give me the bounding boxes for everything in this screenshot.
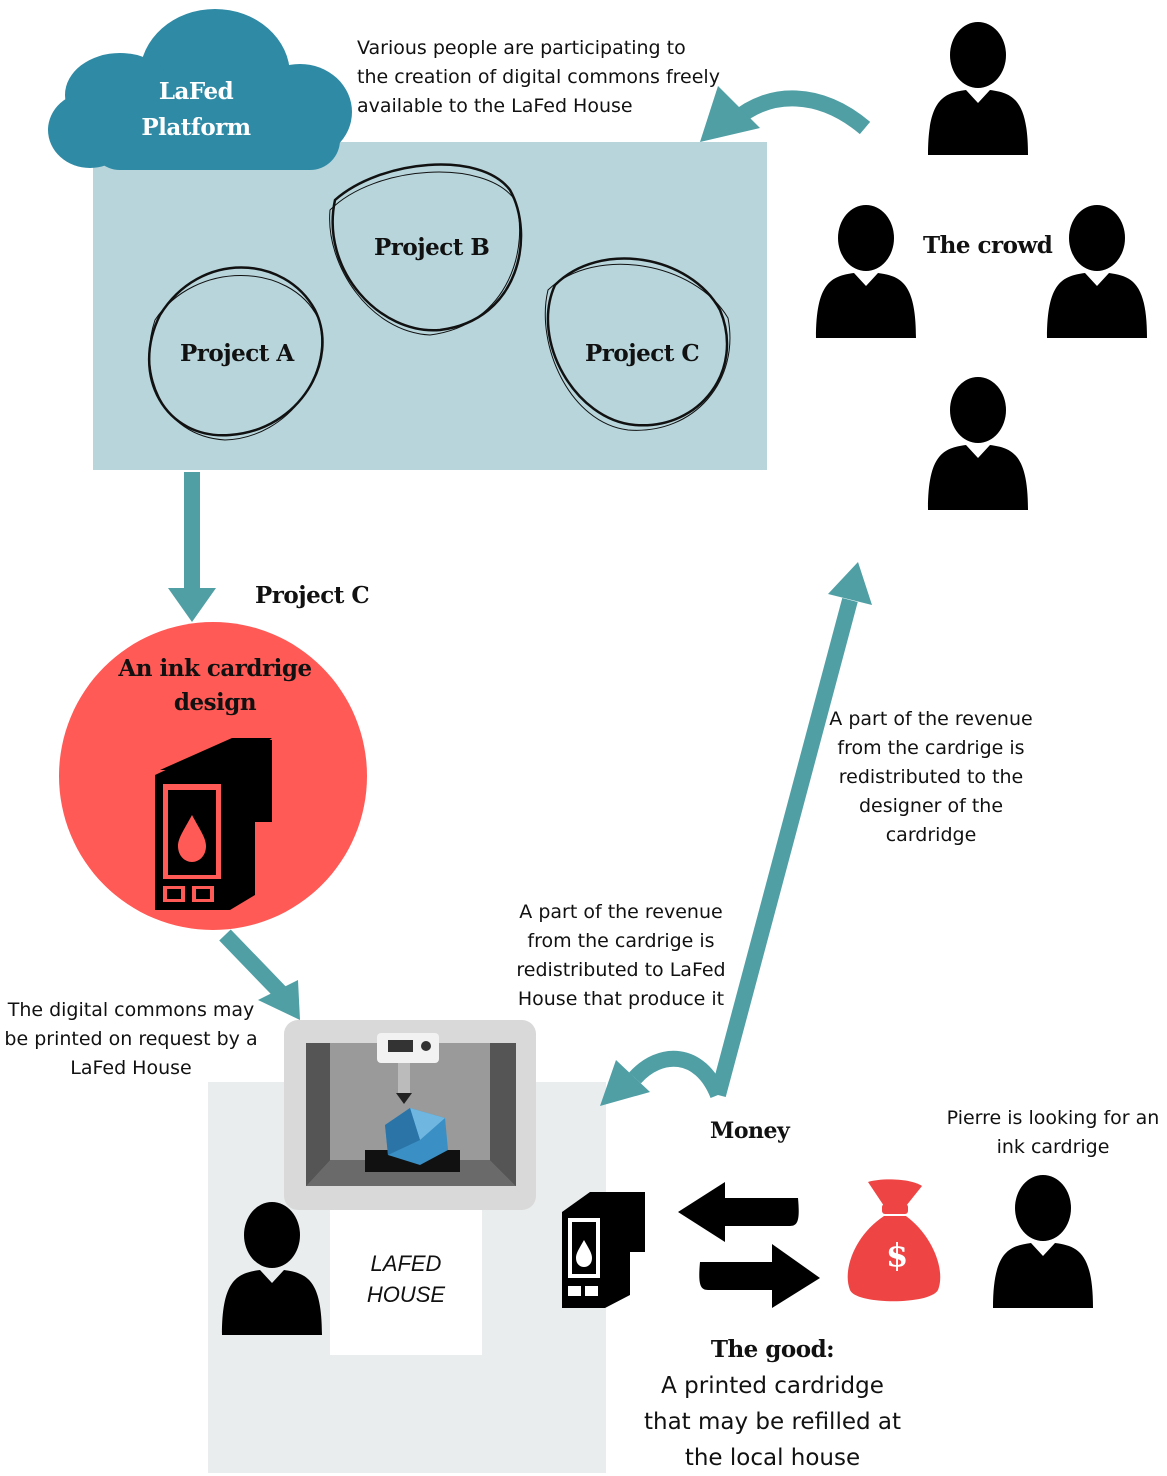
cloud-label: LaFed Platform — [120, 74, 272, 146]
print-note-line: be printed on request by a — [4, 1028, 258, 1050]
project-a-circle — [147, 266, 324, 441]
money-label: Money — [710, 1118, 790, 1144]
revenue-house-line: from the cardrige is — [527, 930, 715, 952]
cloud-label-line2: Platform — [141, 114, 251, 141]
project-c-label: Project C — [585, 340, 700, 367]
revenue-designer-line: redistributed to the — [838, 766, 1024, 788]
project-b-circle — [329, 163, 523, 336]
person-icon — [928, 22, 1028, 155]
cloud-label-line1: LaFed — [158, 78, 234, 105]
platform-to-design-arrow — [168, 472, 216, 622]
crowd-note: Various people are participating to the … — [357, 34, 720, 121]
design-title: An ink cardrige design — [110, 652, 320, 720]
small-cartridge-icon — [562, 1192, 645, 1308]
print-note-line: LaFed House — [70, 1057, 192, 1079]
good-line: A printed cardridge — [661, 1373, 884, 1399]
ink-cartridge-icon — [155, 738, 272, 910]
house-label-box — [330, 1205, 482, 1355]
revenue-designer-line: from the cardrige is — [837, 737, 1025, 759]
revenue-house-line: A part of the revenue — [519, 901, 723, 923]
revenue-to-designer-arrow — [710, 562, 872, 1098]
pierre-note: Pierre is looking for an ink cardrige — [942, 1104, 1164, 1162]
pierre-icon — [993, 1175, 1093, 1308]
print-note: The digital commons may be printed on re… — [0, 996, 262, 1083]
design-title-line1: An ink cardrige — [118, 655, 312, 682]
print-note-line: The digital commons may — [7, 999, 255, 1021]
good-title: The good: — [710, 1336, 835, 1363]
project-a-label: Project A — [180, 340, 294, 367]
house-label-line2: HOUSE — [366, 1282, 446, 1307]
person-icon — [928, 377, 1028, 510]
dollar-sign: $ — [886, 1236, 908, 1274]
revenue-designer-line: designer of the — [858, 795, 1004, 817]
house-label-line1: LAFED — [370, 1251, 442, 1276]
person-icon — [816, 205, 916, 338]
revenue-designer-line: cardridge — [885, 824, 977, 846]
crowd-note-line: Various people are participating to — [357, 37, 686, 59]
project-b-label: Project B — [374, 234, 490, 261]
crowd-note-line: the creation of digital commons freely — [357, 66, 720, 88]
pierre-note-line: ink cardrige — [996, 1136, 1110, 1158]
money-bag-icon — [847, 1179, 941, 1302]
3d-printer-icon — [284, 1020, 536, 1210]
project-c-circle — [544, 257, 731, 431]
crowd-note-line: available to the LaFed House — [357, 95, 633, 117]
house-label: LAFED HOUSE — [330, 1248, 482, 1310]
revenue-designer-line: A part of the revenue — [829, 708, 1033, 730]
revenue-house-note: A part of the revenue from the cardrige … — [505, 898, 737, 1014]
platform-box — [93, 142, 767, 470]
selected-project-label: Project C — [255, 582, 370, 609]
pierre-note-line: Pierre is looking for an — [946, 1107, 1160, 1129]
exchange-arrows-icon — [678, 1182, 820, 1308]
good-line: the local house — [684, 1445, 861, 1471]
design-title-line2: design — [173, 689, 257, 716]
crowd-to-platform-arrow — [700, 86, 871, 142]
revenue-designer-note: A part of the revenue from the cardrige … — [818, 705, 1044, 850]
crowd-label: The crowd — [923, 232, 1053, 259]
revenue-house-line: redistributed to LaFed — [516, 959, 726, 981]
good-description: The good: A printed cardridge that may b… — [630, 1332, 915, 1476]
revenue-house-line: House that produce it — [517, 988, 725, 1010]
design-to-printer-arrow — [219, 929, 300, 1020]
good-line: that may be refilled at — [643, 1409, 902, 1435]
person-icon — [1047, 205, 1147, 338]
cloud-shape — [48, 9, 352, 170]
revenue-to-house-arrow — [600, 1050, 726, 1106]
